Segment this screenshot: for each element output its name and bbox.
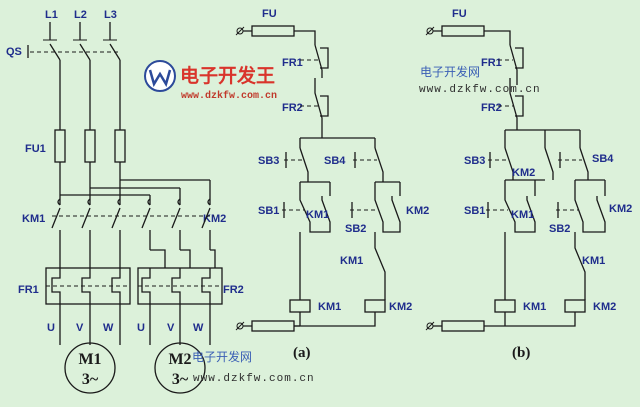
logo-text: 电子开发王 (180, 64, 275, 87)
site-name-bottom: 电子开发网 (192, 349, 252, 364)
a-fr1-label: FR1 (282, 57, 303, 69)
logo-url: www.dzkfw.com.cn (181, 90, 277, 102)
phase-label-l2: L2 (74, 9, 87, 21)
main-circuit: L1 L2 L3 QS FU1 KM1 (6, 9, 244, 394)
phase-label-l1: L1 (45, 9, 58, 21)
a-fr2-label: FR2 (282, 102, 303, 114)
b-sb2-label: SB2 (549, 223, 570, 235)
terminal-m1-w: W (103, 322, 114, 334)
b-km1-interlock-label: KM1 (582, 255, 605, 267)
overload-label-fr1: FR1 (18, 284, 39, 296)
motor-m1-phase: 3~ (82, 371, 99, 388)
b-sb3-label: SB3 (464, 155, 485, 167)
site-url-bottom: www.dzkfw.com.cn (193, 373, 315, 385)
terminal-m2-v: V (167, 322, 175, 334)
a-sb3-label: SB3 (258, 155, 279, 167)
caption-b: (b) (512, 345, 530, 361)
contactor-label-km2: KM2 (203, 213, 226, 225)
terminal-m1-v: V (76, 322, 84, 334)
a-sb4-label: SB4 (324, 155, 346, 167)
phase-label-l3: L3 (104, 9, 117, 21)
terminal-m2-w: W (193, 322, 204, 334)
control-circuit-a: FU FR1 FR2 SB3 SB4 SB1 KM1 KM2 (235, 8, 429, 361)
a-sb2-label: SB2 (345, 223, 366, 235)
qs-switch (27, 22, 121, 130)
fr-overload-relays (45, 267, 223, 345)
control-circuit-b: FU FR1 FR2 SB3 KM2 SB4 SB1 KM1 KM2 (425, 8, 632, 361)
b-sb1-label: SB1 (464, 205, 485, 217)
a-fuse-label: FU (262, 8, 277, 20)
motor-m2-name: M2 (168, 351, 191, 368)
b-km1-contact-label: KM1 (511, 209, 534, 221)
b-coil-km2-label: KM2 (593, 301, 616, 313)
b-sb4-label: SB4 (592, 153, 614, 165)
caption-a: (a) (293, 345, 311, 361)
site-watermark-top: 电子开发网 www.dzkfw.com.cn (419, 64, 541, 96)
terminal-m1-u: U (47, 322, 55, 334)
km-main-contacts (51, 198, 216, 268)
a-km2-contact-label: KM2 (406, 205, 429, 217)
switch-label-qs: QS (6, 46, 22, 58)
main-bus (59, 179, 211, 205)
site-name-top: 电子开发网 (420, 64, 480, 79)
contactor-label-km1: KM1 (22, 213, 45, 225)
a-km1-contact-label: KM1 (306, 209, 329, 221)
a-sb1-label: SB1 (258, 205, 279, 217)
b-km2-contact-label: KM2 (609, 203, 632, 215)
overload-label-fr2: FR2 (223, 284, 244, 296)
motor-m2: M2 3~ (154, 342, 206, 394)
a-km1-interlock-label: KM1 (340, 255, 363, 267)
fu1-fuses (54, 129, 126, 195)
terminal-m2-u: U (137, 322, 145, 334)
site-url-top: www.dzkfw.com.cn (419, 84, 541, 96)
motor-m2-phase: 3~ (172, 371, 189, 388)
a-coil-km1-label: KM1 (318, 301, 341, 313)
b-fuse-label: FU (452, 8, 467, 20)
b-coil-km1-label: KM1 (523, 301, 546, 313)
motor-m1: M1 3~ (64, 342, 116, 394)
b-km2-parallel-label: KM2 (512, 167, 535, 179)
motor-m1-name: M1 (78, 351, 101, 368)
fuse-label-fu1: FU1 (25, 143, 46, 155)
b-fr2-label: FR2 (481, 102, 502, 114)
site-watermark-bottom: 电子开发网 www.dzkfw.com.cn (192, 349, 315, 385)
a-coil-km2-label: KM2 (389, 301, 412, 313)
b-fr1-label: FR1 (481, 57, 502, 69)
logo-watermark: 电子开发王 www.dzkfw.com.cn (144, 60, 277, 102)
